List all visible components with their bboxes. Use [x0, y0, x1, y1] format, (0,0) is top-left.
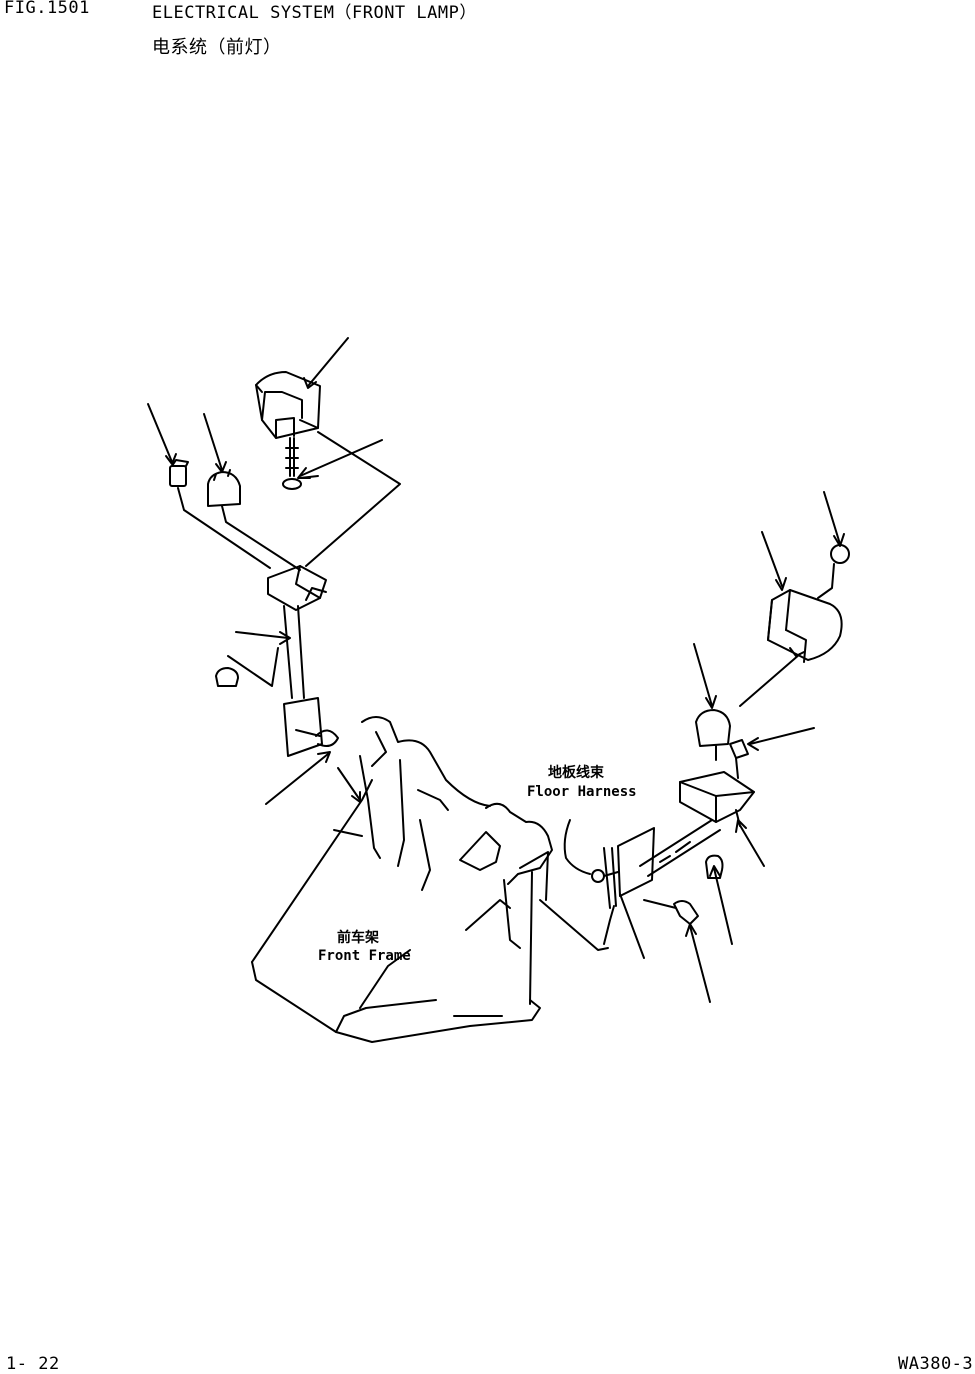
figure-number: FIG.1501	[4, 0, 90, 18]
model-number: WA380-3	[898, 1354, 974, 1374]
right-small-connector	[729, 739, 749, 779]
right-relay	[695, 709, 731, 761]
front-frame-label-english: Front Frame	[318, 948, 411, 964]
floor-harness-wire	[563, 819, 615, 945]
left-wiring	[177, 431, 401, 571]
left-leader-lines	[147, 337, 383, 805]
page-number: 1- 22	[6, 1354, 60, 1374]
left-bracket	[267, 565, 327, 699]
left-lamp-bolt	[282, 437, 319, 490]
left-relay	[207, 469, 241, 507]
left-mount-plate	[283, 697, 339, 757]
front-frame	[251, 716, 609, 1043]
right-front-lamp	[767, 589, 843, 663]
right-top-connector	[817, 544, 850, 599]
right-bracket	[679, 771, 755, 827]
front-frame-label-chinese: 前车架	[337, 930, 379, 946]
right-clip	[705, 854, 724, 879]
right-mount-plate	[591, 827, 655, 909]
right-leader-lines	[619, 491, 845, 1003]
left-front-lamp	[255, 371, 321, 439]
floor-harness-label-chinese: 地板线束	[548, 765, 604, 781]
left-clip	[215, 647, 279, 687]
floor-harness-label-english: Floor Harness	[527, 784, 637, 800]
figure-title-english: ELECTRICAL SYSTEM（FRONT LAMP）	[152, 3, 477, 23]
figure-title-chinese: 电系统（前灯）	[152, 37, 282, 58]
right-bolt	[643, 899, 699, 925]
left-connector-small	[169, 459, 189, 487]
